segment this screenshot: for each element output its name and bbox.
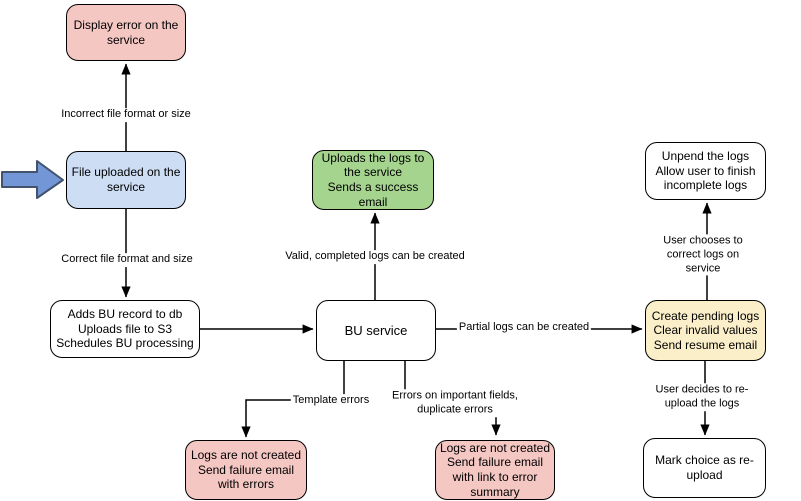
node-file-uploaded-label: File uploaded on the service [71,165,181,194]
node-uploads-logs: Uploads the logs to the service Sends a … [312,150,434,210]
edge-label-user-corrects: User chooses to correct logs on service [654,234,752,276]
node-display-error-label: Display error on the service [73,17,179,47]
edge-label-user-reuploads: User decides to re-upload the logs [652,383,752,411]
node-mark-reupload-label: Mark choice as re- upload [655,453,754,482]
node-bu-service-label: BU service [344,322,408,338]
node-mark-reupload: Mark choice as re- upload [643,438,766,498]
node-bu-service: BU service [316,300,436,361]
node-logs-not-created-summary-label: Logs are not created Send failure email … [439,440,551,499]
edge-label-important-field-errors: Errors on important fields, duplicate er… [390,389,520,417]
node-create-pending-logs: Create pending logs Clear invalid values… [645,300,766,361]
node-uploads-logs-label: Uploads the logs to the service Sends a … [321,150,425,209]
node-unpend-logs: Unpend the logs Allow user to finish inc… [645,142,766,200]
entry-right-arrow-icon [1,160,64,199]
edge-label-valid-logs: Valid, completed logs can be created [283,250,467,264]
node-logs-not-created-summary: Logs are not created Send failure email … [435,440,555,500]
edge-label-partial-logs: Partial logs can be created [456,321,592,335]
node-unpend-logs-label: Unpend the logs Allow user to finish inc… [655,149,756,193]
node-adds-bu-record-label: Adds BU record to db Uploads file to S3 … [56,307,194,351]
node-file-uploaded: File uploaded on the service [66,151,186,209]
node-logs-not-created-errors: Logs are not created Send failure email … [185,440,307,500]
edge-label-template-errors: Template errors [290,394,372,408]
edge-label-correct-format: Correct file format and size [59,253,195,267]
edge-label-incorrect-format: Incorrect file format or size [59,108,193,122]
node-adds-bu-record: Adds BU record to db Uploads file to S3 … [50,300,200,358]
node-create-pending-logs-label: Create pending logs Clear invalid values… [651,308,760,352]
node-logs-not-created-errors-label: Logs are not created Send failure email … [190,448,302,492]
node-display-error: Display error on the service [66,4,186,61]
